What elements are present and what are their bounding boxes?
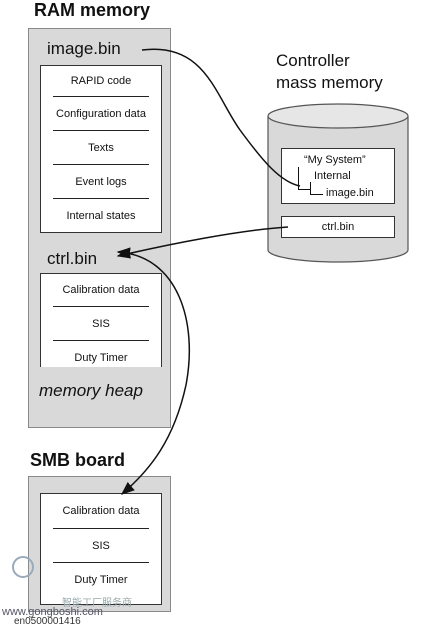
smb-item-duty-timer: Duty Timer	[74, 574, 128, 586]
ctrl-bin-file-box: ctrl.bin	[281, 216, 395, 238]
ctrl-bin-box: Calibration data SIS Duty Timer	[40, 273, 162, 367]
separator	[53, 130, 149, 131]
smb-board-panel: Calibration data SIS Duty Timer	[28, 476, 171, 612]
ram-item-rapid-code: RAPID code	[70, 75, 132, 87]
tree-child-label: Internal	[314, 170, 351, 182]
tree-connector-line	[310, 182, 323, 195]
ram-item-sis: SIS	[92, 318, 110, 330]
ram-item-texts: Texts	[88, 142, 114, 154]
ram-item-event-logs: Event logs	[75, 176, 127, 188]
separator	[53, 164, 149, 165]
folder-tree-box: “My System” Internal image.bin	[281, 148, 395, 204]
ram-item-calibration-data: Calibration data	[62, 284, 140, 296]
separator	[53, 340, 149, 341]
smb-item-calibration-data: Calibration data	[62, 505, 140, 517]
controller-title-line2: mass memory	[276, 73, 383, 92]
controller-title-line1: Controller	[276, 51, 350, 70]
tree-leaf-label: image.bin	[326, 187, 374, 199]
image-bin-box: RAPID code Configuration data Texts Even…	[40, 65, 162, 233]
separator	[53, 562, 149, 563]
watermark-url: www.gongboshi.com	[2, 606, 103, 618]
ctrl-bin-file-label: ctrl.bin	[321, 221, 355, 233]
image-bin-label: image.bin	[47, 39, 121, 58]
ram-item-duty-timer: Duty Timer	[74, 352, 128, 364]
ram-memory-panel: image.bin RAPID code Configuration data …	[28, 28, 171, 428]
smb-data-box: Calibration data SIS Duty Timer	[40, 493, 162, 605]
watermark-chinese-text: 智能工厂服务商	[62, 598, 132, 609]
ctrl-bin-label: ctrl.bin	[47, 249, 98, 268]
separator	[53, 198, 149, 199]
document-id: en0500001416	[14, 616, 81, 627]
separator	[53, 96, 149, 97]
ram-item-internal-states: Internal states	[66, 210, 136, 222]
tree-root-label: “My System”	[304, 154, 366, 166]
smb-item-sis: SIS	[92, 540, 110, 552]
ram-memory-title: RAM memory	[34, 0, 151, 20]
smb-board-title: SMB board	[30, 450, 126, 470]
separator	[53, 528, 149, 529]
separator	[53, 306, 149, 307]
ram-item-configuration-data: Configuration data	[56, 108, 146, 120]
watermark-logo-icon	[12, 556, 34, 578]
memory-heap-label: memory heap	[39, 381, 143, 400]
